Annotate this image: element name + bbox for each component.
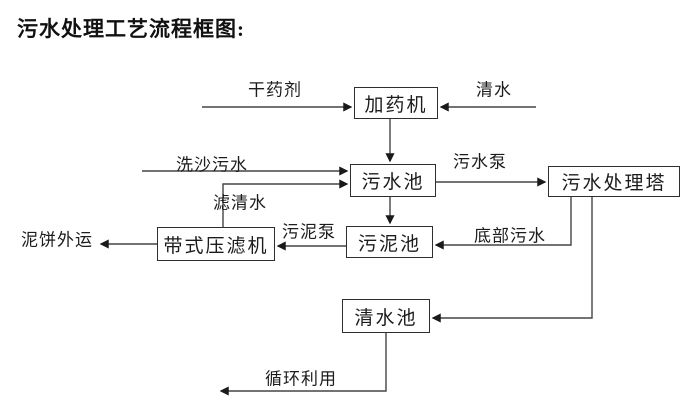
arrow-tower-to-clear-pool: [431, 197, 593, 323]
edge-label-sewage-pump: 污水泵: [453, 152, 507, 172]
arrow-filtered-water-to-sewage: [222, 179, 349, 227]
edge-label-dry-chemical: 干药剂: [248, 80, 302, 100]
node-sewage-pool: 污水池: [350, 164, 436, 197]
node-sludge-pool: 污泥池: [346, 226, 433, 258]
edge-label-mud-cake: 泥饼外运: [21, 230, 93, 250]
node-dosing-machine: 加药机: [354, 87, 438, 119]
edge-label-sand-washing: 洗沙污水: [176, 155, 248, 175]
node-belt-filter-press: 带式压滤机: [157, 227, 275, 261]
arrow-tower-bottom-to-sludge: [434, 197, 572, 250]
edge-label-sludge-pump: 污泥泵: [282, 222, 336, 242]
arrow-clear-pool-to-recycle: [219, 333, 387, 396]
edge-label-filtered-water: 滤清水: [213, 193, 267, 213]
edge-label-recycling: 循环利用: [265, 369, 337, 389]
edge-label-clear-water: 清水: [476, 80, 512, 100]
node-treatment-tower: 污水处理塔: [548, 166, 680, 197]
page-title: 污水处理工艺流程框图:: [17, 17, 245, 41]
edge-label-bottom-sewage: 底部污水: [474, 226, 546, 246]
node-clear-water-pool: 清水池: [342, 299, 430, 333]
